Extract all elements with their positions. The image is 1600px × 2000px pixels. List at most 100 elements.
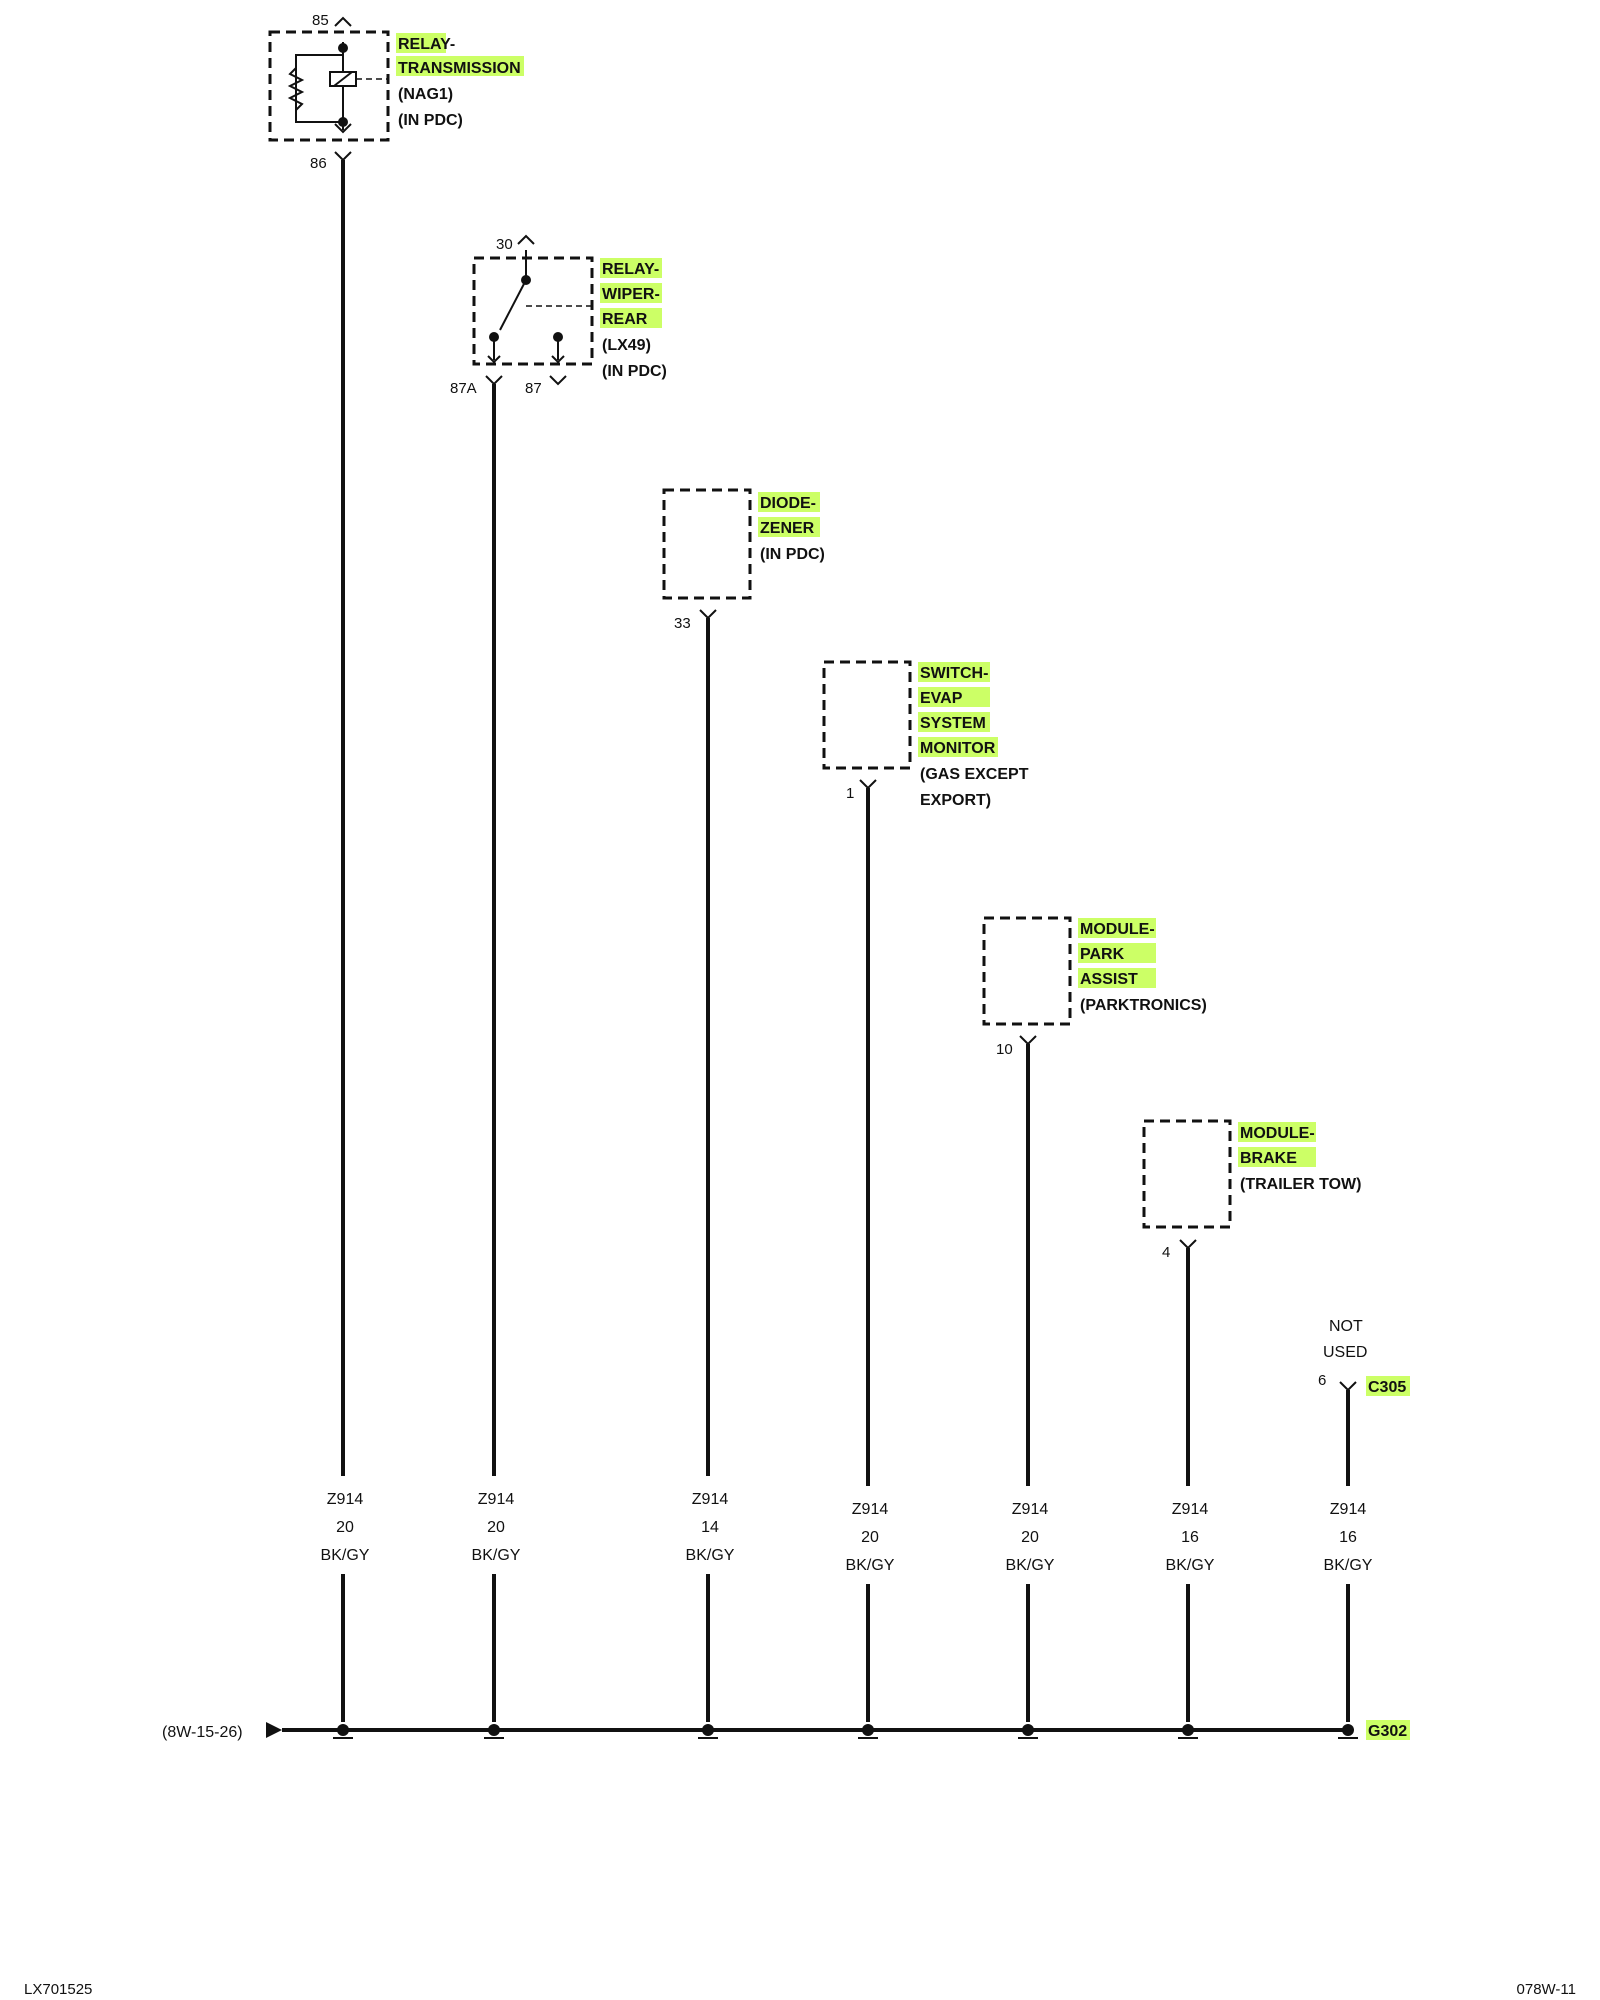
relay-transmission-label-2: TRANSMISSION [398,60,521,77]
relay-wiper-rear-label-5: (IN PDC) [602,363,667,380]
wire-5-color: BK/GY [1006,1557,1055,1574]
pin-86-marker-icon [334,151,352,162]
wire-3-circuit: Z914 [692,1491,729,1508]
module-park-assist-label-4: (PARKTRONICS) [1080,997,1207,1014]
wire-labels: Z914 20 BK/GY Z914 20 BK/GY Z914 14 BK/G… [321,1491,1373,1574]
splice-2-icon [488,1724,500,1736]
not-used-label-1: NOT [1329,1318,1363,1335]
pin-87a-label: 87A [450,380,477,397]
relay-wiper-rear-label-3: REAR [602,311,648,328]
relay-wiper-rear-label-1: RELAY- [602,261,659,278]
pin-33-marker-icon [699,609,717,620]
component-switch-evap: 1 SWITCH- EVAP SYSTEM MONITOR (GAS EXCEP… [822,660,1029,809]
wire-1-color: BK/GY [321,1547,370,1564]
wires [341,160,1350,1722]
pin-87-marker-icon [549,375,567,386]
splice-4-icon [862,1724,874,1736]
module-brake-label-2: BRAKE [1240,1150,1297,1167]
pin-4-label: 4 [1162,1244,1170,1261]
relay-transmission-label-3: (NAG1) [398,86,453,103]
splice-5-icon [1022,1724,1034,1736]
splice-1-icon [337,1724,349,1736]
splice-7-icon [1342,1724,1354,1736]
switch-evap-box [822,660,912,770]
wire-2-gauge: 20 [487,1519,505,1536]
c305-label: C305 [1368,1379,1406,1396]
connector-c305: NOT USED 6 C305 [1318,1318,1410,1396]
pin-33-label: 33 [674,615,691,632]
pin-30-label: 30 [496,236,513,253]
module-brake-label-3: (TRAILER TOW) [1240,1176,1361,1193]
pin-86-label: 86 [310,155,327,172]
pin-10-marker-icon [1019,1035,1037,1046]
wire-1-circuit: Z914 [327,1491,364,1508]
switch-evap-label-5: (GAS EXCEPT [920,766,1029,783]
module-brake-label-1: MODULE- [1240,1125,1315,1142]
relay-switch-icon [487,250,592,364]
pin-85-label: 85 [312,12,329,29]
splice-3-icon [702,1724,714,1736]
diode-zener-label-3: (IN PDC) [760,546,825,563]
component-module-brake: 4 MODULE- BRAKE (TRAILER TOW) [1142,1119,1361,1261]
diode-zener-box [662,488,752,600]
switch-evap-label-3: SYSTEM [920,715,986,732]
relay-wiper-rear-label-2: WIPER- [602,286,660,303]
not-used-label-2: USED [1323,1344,1367,1361]
pin-6-label: 6 [1318,1372,1326,1389]
relay-transmission-label-4: (IN PDC) [398,112,463,129]
wire-4-color: BK/GY [846,1557,895,1574]
module-park-assist-label-3: ASSIST [1080,971,1138,988]
wire-7-gauge: 16 [1339,1529,1357,1546]
wire-2-circuit: Z914 [478,1491,515,1508]
relay-transmission-label-1: RELAY- [398,36,455,53]
pin-1-marker-icon [859,779,877,790]
pin-10-label: 10 [996,1041,1013,1058]
g302-label: G302 [1368,1723,1407,1740]
ground-bus: (8W-15-26) G302 [162,1720,1410,1741]
pin-4-marker-icon [1179,1239,1197,1250]
wire-1-gauge: 20 [336,1519,354,1536]
component-relay-wiper-rear: 30 87A 87 RELAY- WIPER- REAR (LX49) (IN … [450,234,667,397]
bus-reference-label: (8W-15-26) [162,1724,243,1741]
diode-zener-label-1: DIODE- [760,495,816,512]
wire-4-circuit: Z914 [852,1501,889,1518]
wire-6-gauge: 16 [1181,1529,1199,1546]
pin-1-label: 1 [846,785,854,802]
pin-30-marker-icon [517,234,535,245]
wire-7-color: BK/GY [1324,1557,1373,1574]
splice-6-icon [1182,1724,1194,1736]
footer-left-code: LX701525 [24,1981,92,1998]
splice-dots [333,1724,1358,1739]
module-park-assist-label-2: PARK [1080,946,1125,963]
component-relay-transmission: 85 86 RELAY- TRANSMISSION (NAG1) (IN PDC… [268,12,524,172]
wire-3-gauge: 14 [701,1519,719,1536]
footer-right-code: 078W-11 [1517,1981,1576,1998]
component-module-park-assist: 10 MODULE- PARK ASSIST (PARKTRONICS) [982,916,1207,1058]
module-park-assist-box [982,916,1072,1026]
switch-evap-label-2: EVAP [920,690,963,707]
switch-evap-label-1: SWITCH- [920,665,988,682]
wire-6-circuit: Z914 [1172,1501,1209,1518]
bus-reference-arrow-icon [266,1722,282,1738]
wire-3-color: BK/GY [686,1547,735,1564]
pin-6-marker-icon [1339,1381,1357,1392]
relay-wiper-rear-label-4: (LX49) [602,337,651,354]
wire-5-circuit: Z914 [1012,1501,1049,1518]
relay-wiper-rear-box [472,256,594,366]
wire-6-color: BK/GY [1166,1557,1215,1574]
diode-zener-label-2: ZENER [760,520,815,537]
switch-evap-label-6: EXPORT) [920,792,991,809]
module-brake-box [1142,1119,1232,1229]
switch-evap-label-4: MONITOR [920,740,996,757]
relay-coil-icon [287,42,388,134]
wire-2-color: BK/GY [472,1547,521,1564]
wire-4-gauge: 20 [861,1529,879,1546]
pin-85-marker-icon [334,16,352,27]
component-diode-zener: 33 DIODE- ZENER (IN PDC) [662,488,825,632]
pin-87a-marker-icon [485,375,503,386]
module-park-assist-label-1: MODULE- [1080,921,1155,938]
wire-5-gauge: 20 [1021,1529,1039,1546]
pin-87-label: 87 [525,380,542,397]
wire-7-circuit: Z914 [1330,1501,1367,1518]
